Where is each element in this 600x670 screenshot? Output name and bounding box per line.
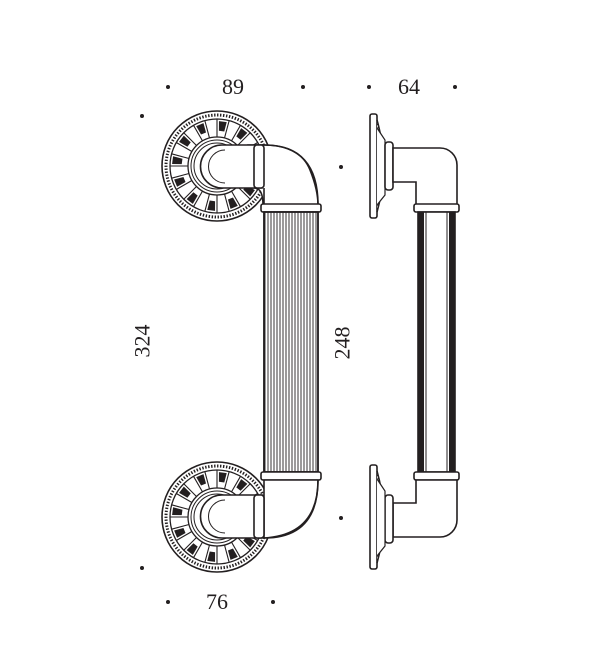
side-view [369, 113, 460, 570]
dimension-side-depth: 64 [398, 74, 420, 99]
dimension-front-width: 89 [222, 74, 244, 99]
dimension-marker [140, 114, 144, 118]
dimension-marker [339, 165, 343, 169]
front-view [160, 109, 322, 574]
dimension-marker [271, 600, 275, 604]
dimension-marker [166, 600, 170, 604]
bottom-side-plate [369, 464, 378, 570]
dimension-marker [140, 566, 144, 570]
dimension-marker [339, 516, 343, 520]
dimension-rosette-diameter: 76 [206, 589, 228, 614]
dimension-marker [367, 85, 371, 89]
dimension-marker [166, 85, 170, 89]
dimension-marker [301, 85, 305, 89]
top-side-plate [369, 113, 378, 219]
dimension-marker [453, 85, 457, 89]
